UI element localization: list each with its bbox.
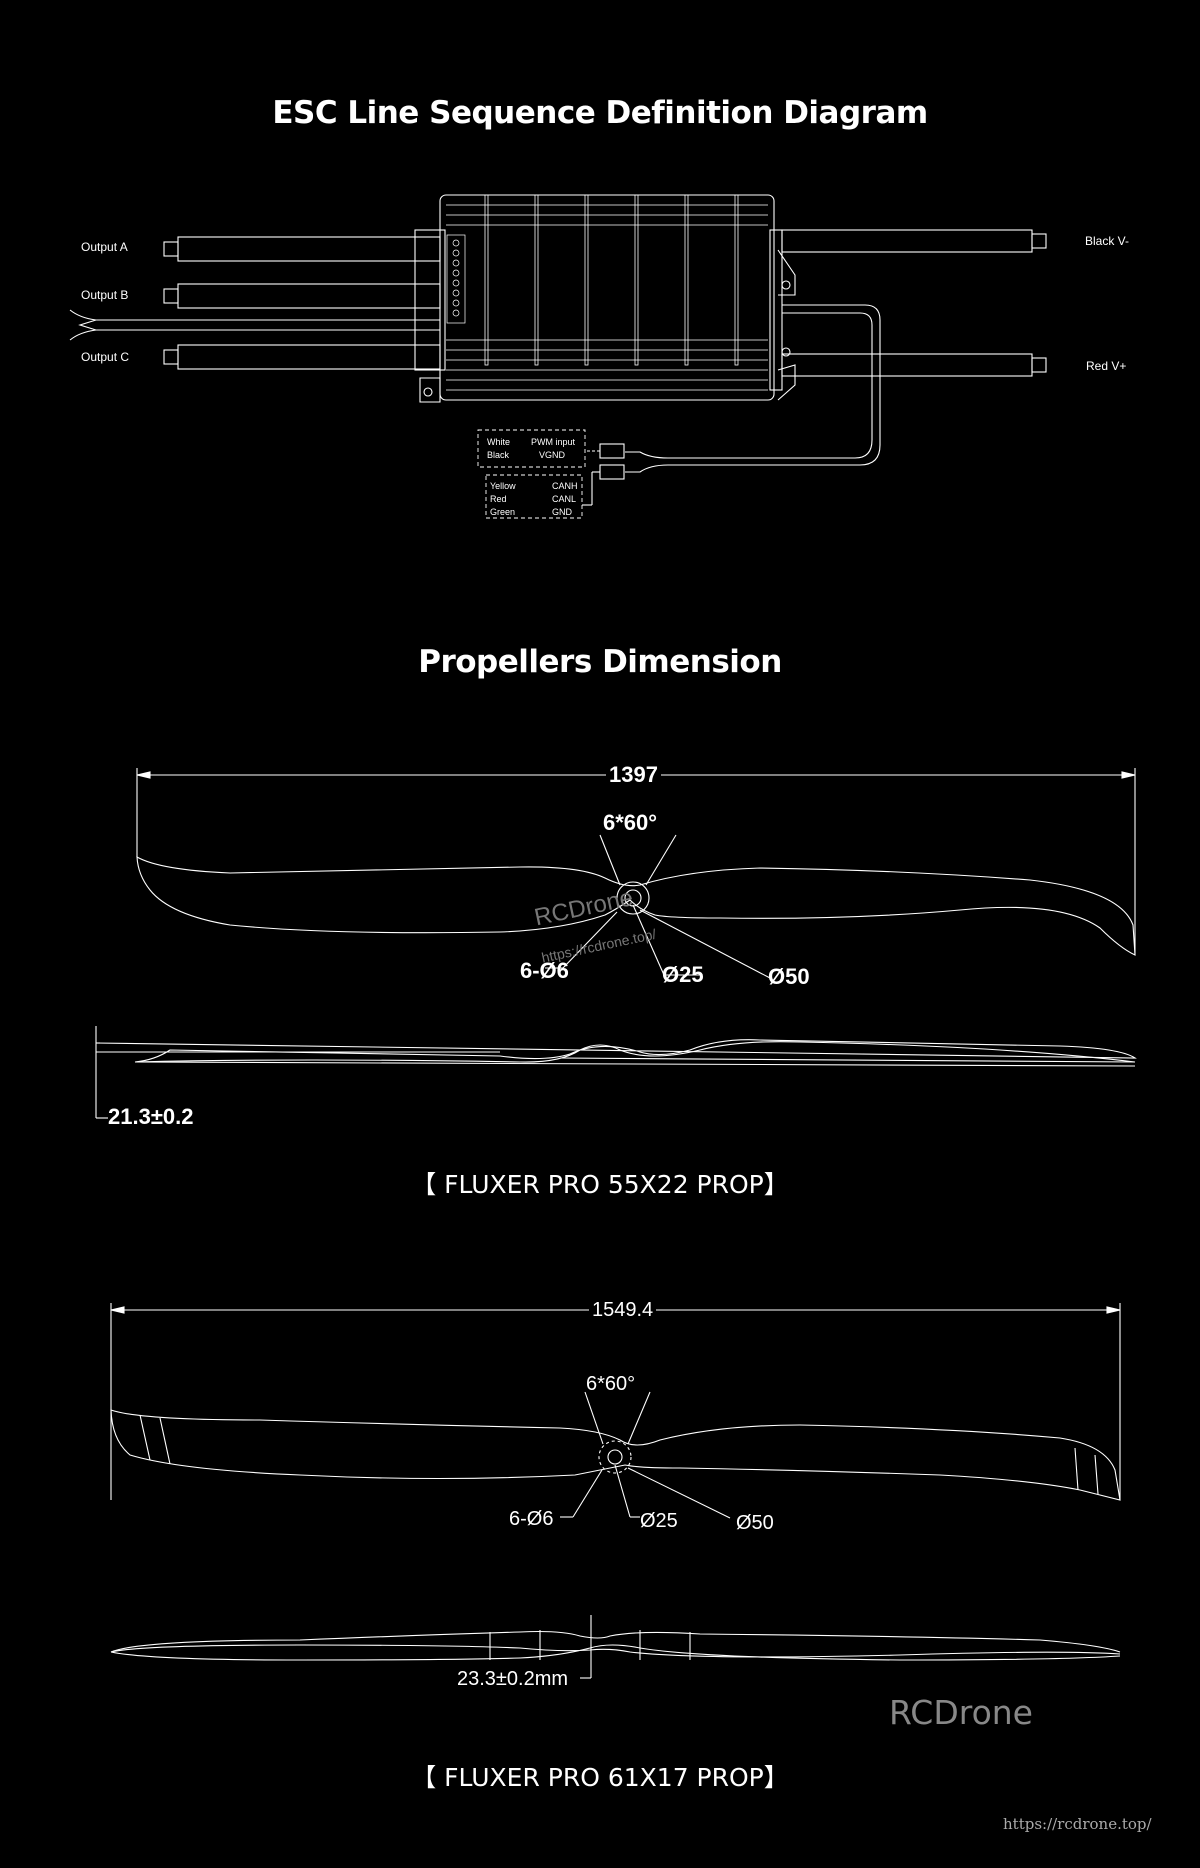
prop2-caption: 【 FLUXER PRO 61X17 PROP】 [411,1763,789,1792]
prop1-d50: Ø50 [768,964,810,989]
prop2-holes: 6-Ø6 [509,1508,554,1530]
label-red-v-plus: Red V+ [1086,359,1127,373]
prop2-drawing [110,1303,1121,1679]
prop1-caption: 【 FLUXER PRO 55X22 PROP】 [411,1170,789,1199]
connector2-signal-canl: CANL [552,494,577,504]
output-wires [69,236,441,370]
watermark-url-footer: https://rcdrone.top/ [1003,1815,1152,1833]
connector-boxes [477,429,586,519]
connector2-color-green: Green [490,507,516,517]
prop2-d50: Ø50 [736,1512,774,1534]
label-output-c: Output C [81,350,130,364]
prop1-d25: Ø25 [662,962,704,987]
label-output-b: Output B [81,288,129,302]
connector1-color-black: Black [487,450,510,460]
connector1-color-white: White [487,437,511,447]
prop2-length: 1549.4 [589,1299,657,1322]
propellers-dimension-title: Propellers Dimension [418,644,782,680]
esc-diagram-title: ESC Line Sequence Definition Diagram [272,95,928,131]
prop2-d25: Ø25 [640,1510,678,1532]
prop1-angle: 6*60° [603,810,658,835]
connector1-signal-pwm: PWM input [531,437,576,447]
connector2-signal-gnd: GND [552,507,572,517]
label-black-v-minus: Black V- [1085,234,1130,248]
connector2-color-yellow: Yellow [490,481,516,491]
prop1-thickness: 21.3±0.2 [108,1104,194,1129]
label-output-a: Output A [81,240,128,254]
prop1-holes: 6-Ø6 [520,958,569,983]
prop2-thickness: 23.3±0.2mm [457,1668,569,1690]
connector2-color-red: Red [490,494,507,504]
prop2-angle: 6*60° [586,1373,636,1395]
power-wires [781,229,1047,377]
connector2-signal-canh: CANH [552,481,578,491]
signal-cable [582,304,881,506]
prop1-length: 1397 [606,762,661,788]
esc-body [414,194,796,403]
prop1-drawing [95,768,1137,1119]
watermark-brand-bottom: RCDrone [889,1693,1033,1732]
connector1-signal-vgnd: VGND [539,450,566,460]
